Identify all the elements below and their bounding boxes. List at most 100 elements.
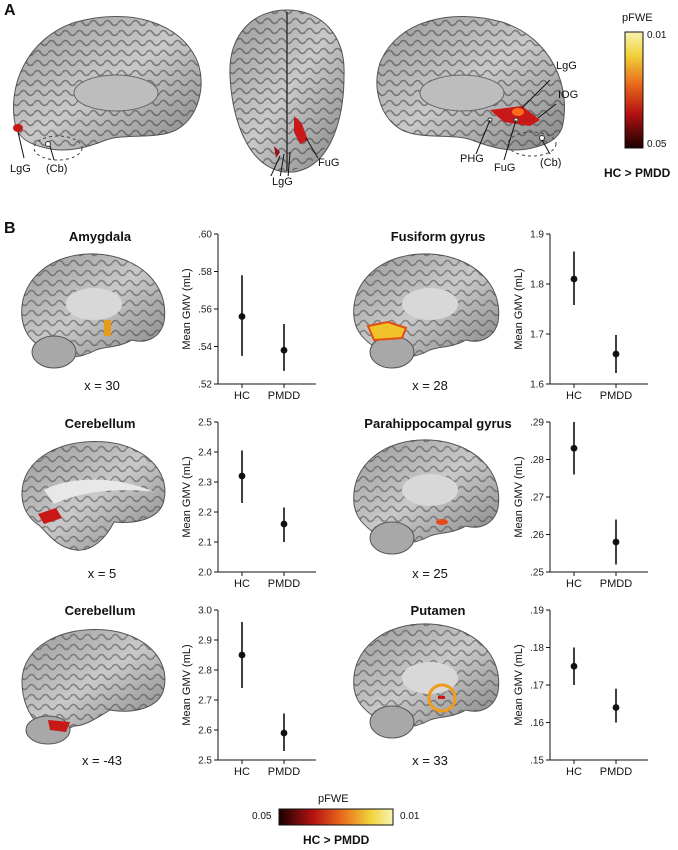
x-tick-label: PMDD [268, 766, 300, 778]
putamen-highlight-circle [427, 683, 457, 713]
x-tick-label: PMDD [600, 766, 632, 778]
mean-point-pmdd [280, 520, 288, 528]
region-title-3: Cerebellum [64, 416, 136, 431]
mean-point-pmdd [280, 729, 288, 737]
phg-fug-cluster-right [490, 106, 540, 126]
cerebellum-cluster-1 [38, 508, 62, 524]
brain-ventral-image [229, 9, 345, 176]
mean-point-hc [238, 313, 246, 320]
slice-parahippocampal-image [353, 439, 500, 555]
y-tick-label: .16 [530, 718, 544, 729]
y-tick-label: .18 [530, 643, 544, 654]
y-tick-label: 2.5 [198, 756, 212, 767]
y-tick-label: 2.0 [198, 568, 212, 579]
fug-cluster-ventral [294, 116, 308, 144]
y-tick-label: .54 [198, 342, 212, 353]
label-cb-right: (Cb) [540, 157, 562, 169]
y-tick-label: 2.3 [198, 478, 212, 489]
y-tick-label: 2.8 [198, 666, 212, 677]
fusiform-cluster [366, 320, 408, 342]
slice-coord-4: x = 25 [412, 566, 448, 581]
brain-medial-right-image [376, 16, 565, 161]
mean-point-hc [570, 662, 578, 670]
contrast-label-b: HC > PMDD [303, 833, 370, 847]
slice-putamen-image [353, 623, 500, 739]
region-title-6: Putamen [410, 603, 466, 618]
x-tick-label: HC [566, 578, 582, 590]
y-tick-label: .60 [198, 230, 212, 241]
region-title-5: Cerebellum [64, 603, 136, 618]
x-tick-label: HC [566, 766, 582, 778]
label-phg-right: PHG [460, 153, 484, 165]
colorbar-a-bottom: 0.05 [647, 139, 667, 150]
amygdala-cluster [104, 320, 111, 336]
parahippocampal-cluster [436, 519, 448, 525]
x-tick-label: HC [234, 390, 250, 402]
cerebellum-outline-left [33, 135, 83, 161]
colorbar-b-right: 0.01 [400, 811, 420, 822]
mean-point-hc [570, 275, 578, 283]
slice-coord-3: x = 5 [87, 566, 117, 581]
y-axis-label: Mean GMV (mL) [513, 268, 525, 349]
mean-point-hc [238, 472, 246, 480]
x-tick-label: HC [234, 578, 250, 590]
label-iog-right: IOG [558, 89, 579, 101]
x-tick-label: HC [566, 390, 582, 402]
colorbar-a-top: 0.01 [647, 30, 667, 41]
label-fug-right: FuG [494, 162, 516, 174]
colorbar-a [624, 31, 644, 149]
panel-a-letter: A [4, 2, 16, 19]
y-tick-label: 2.7 [198, 696, 212, 707]
mean-point-hc [238, 651, 246, 659]
y-tick-label: 3.0 [198, 606, 212, 617]
lgg-cluster-left [13, 124, 23, 132]
colorbar-b [278, 808, 394, 826]
region-title-1: Amygdala [68, 229, 132, 244]
y-tick-label: .52 [198, 380, 212, 391]
y-tick-label: .25 [530, 568, 544, 579]
y-tick-label: .28 [530, 455, 544, 466]
region-title-2: Fusiform gyrus [390, 229, 486, 244]
y-tick-label: 1.6 [530, 380, 544, 391]
colorbar-b-left: 0.05 [252, 811, 272, 822]
colorbar-b-title: pFWE [318, 793, 349, 805]
y-tick-label: .27 [530, 493, 544, 504]
mean-point-pmdd [612, 350, 620, 358]
label-cb-left: (Cb) [46, 163, 68, 175]
y-tick-label: 2.9 [198, 636, 212, 647]
label-fug-ventral: FuG [318, 157, 340, 169]
slice-cerebellum-2-image [21, 628, 166, 745]
contrast-label-a: HC > PMDD [604, 166, 671, 180]
y-axis-label: Mean GMV (mL) [181, 644, 193, 725]
cerebellum-outline-right [507, 131, 557, 157]
x-tick-label: PMDD [600, 390, 632, 402]
y-tick-label: 2.6 [198, 726, 212, 737]
label-lgg-ventral: LgG [272, 176, 293, 188]
panel-b-letter: B [4, 220, 16, 237]
slice-amygdala-image [21, 253, 166, 369]
y-tick-label: .58 [198, 267, 212, 278]
slice-coord-5: x = -43 [81, 753, 123, 768]
y-axis-label: Mean GMV (mL) [513, 644, 525, 725]
cerebellum-cluster-2 [48, 720, 70, 732]
brain-medial-left-image [13, 16, 202, 161]
x-tick-label: PMDD [268, 578, 300, 590]
mean-point-pmdd [612, 704, 620, 711]
y-axis-label: Mean GMV (mL) [181, 456, 193, 537]
x-tick-label: PMDD [600, 578, 632, 590]
x-tick-label: HC [234, 766, 250, 778]
region-title-4: Parahippocampal gyrus [364, 416, 512, 431]
slice-cerebellum-1-image [21, 440, 166, 551]
y-tick-label: 2.5 [198, 418, 212, 429]
x-tick-label: PMDD [268, 390, 300, 402]
y-tick-label: 1.9 [530, 230, 544, 241]
label-lgg-left: LgG [10, 163, 31, 175]
slice-coord-1: x = 30 [84, 378, 120, 393]
y-tick-label: 1.8 [530, 280, 544, 291]
